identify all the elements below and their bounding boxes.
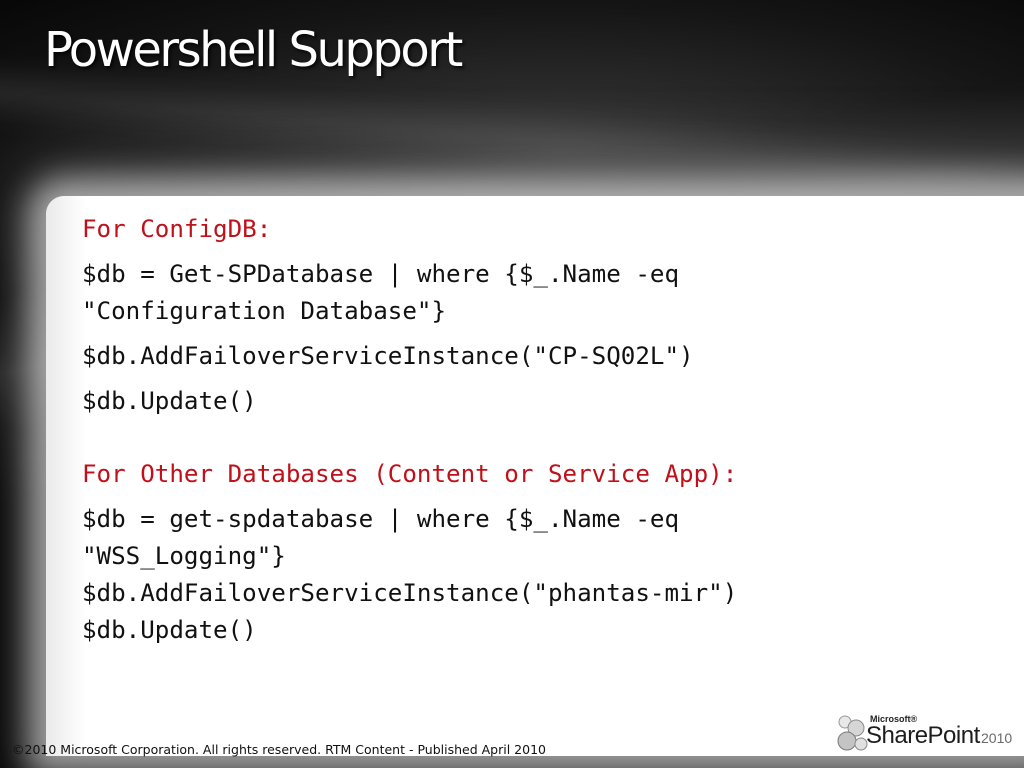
code-line: $db.AddFailoverServiceInstance("CP-SQ02L… [82,342,694,370]
code-line: $db.Update() [82,387,257,415]
code-line: $db.AddFailoverServiceInstance("phantas-… [82,579,738,607]
sharepoint-logo: Microsoft® SharePoint 2010 [836,712,1016,762]
code-line: $db = get-spdatabase | where {$_.Name -e… [82,505,680,533]
other-databases-header: For Other Databases (Content or Service … [82,460,738,488]
slide-title: Powershell Support [44,22,463,78]
code-line: "WSS_Logging"} [82,542,286,570]
code-line: $db.Update() [82,616,257,644]
content-panel [46,196,1024,756]
code-line: $db = Get-SPDatabase | where {$_.Name -e… [82,260,680,288]
code-content: For ConfigDB: $db = Get-SPDatabase | whe… [82,211,982,649]
panel-edge-fade [46,196,86,756]
sharepoint-logo-icon [837,715,868,751]
logo-year: 2010 [981,730,1013,746]
sharepoint-wordmark: SharePoint [866,722,980,749]
copyright-footer: ©2010 Microsoft Corporation. All rights … [12,742,546,757]
code-line: "Configuration Database"} [82,297,447,325]
configdb-header: For ConfigDB: [82,215,272,243]
microsoft-wordmark: Microsoft® [870,714,918,724]
